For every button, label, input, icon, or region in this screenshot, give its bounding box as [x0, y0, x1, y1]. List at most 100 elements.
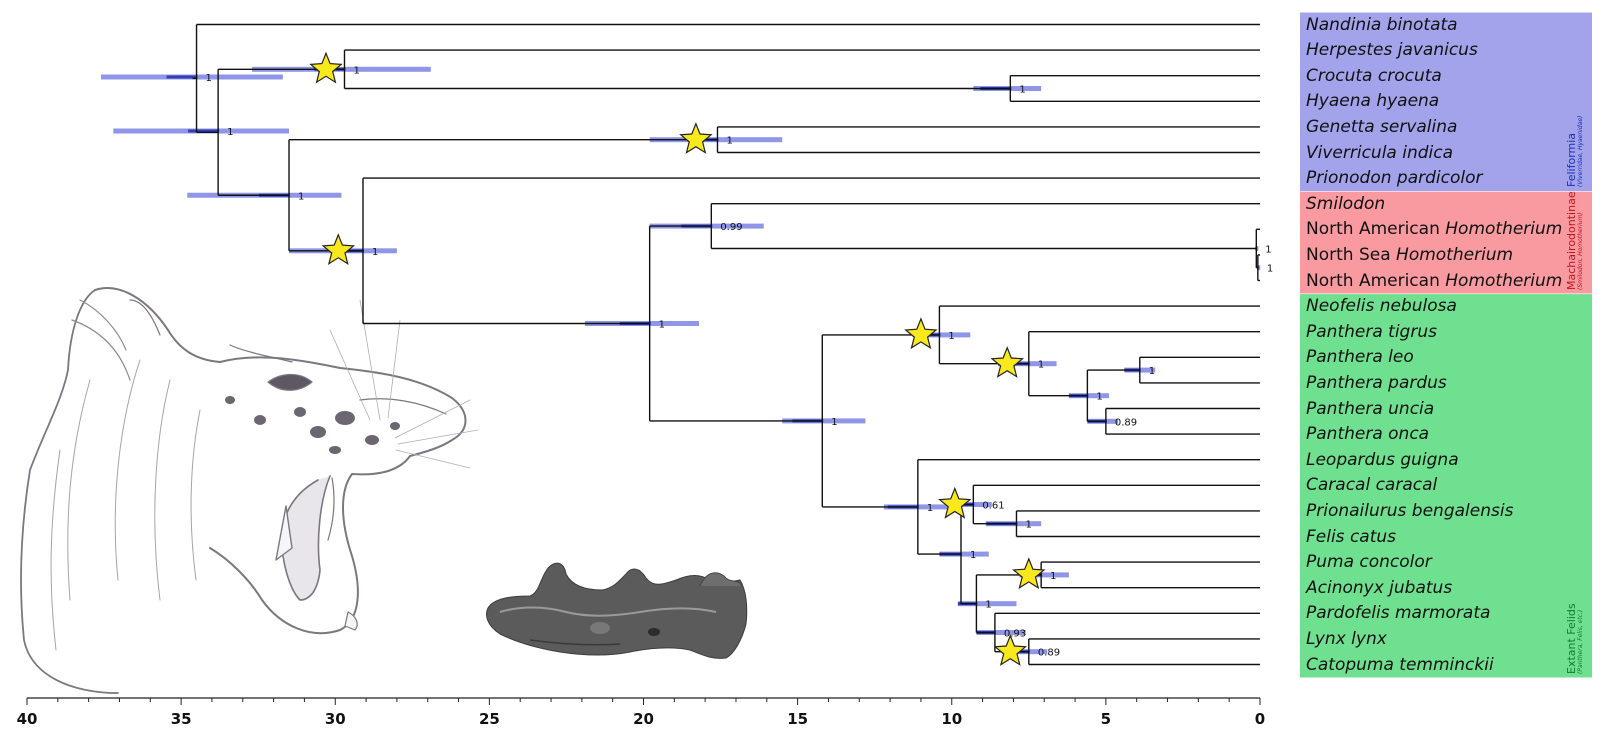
taxon-label: Catopuma temminckii — [1306, 652, 1494, 678]
axis-tick-label: 30 — [325, 710, 346, 728]
taxon-name: Homotherium — [1445, 219, 1563, 240]
clade-band-machairodontinae — [1300, 191, 1592, 294]
taxon-name: Crocuta crocuta — [1306, 65, 1442, 86]
hpd-bar — [1068, 393, 1109, 399]
support-value: 0.99 — [720, 222, 742, 233]
taxon-label: Smilodon — [1306, 191, 1385, 217]
taxon-label: Prionodon pardicolor — [1306, 165, 1482, 191]
taxon-name: Panthera pardus — [1306, 372, 1447, 393]
support-value: 1 — [1096, 392, 1102, 403]
taxon-name: Caracal caracal — [1306, 475, 1438, 496]
axis-tick-label: 5 — [1101, 710, 1111, 728]
support-value: 1 — [1050, 571, 1056, 582]
calibration-star — [993, 634, 1028, 666]
calibration-star — [679, 122, 713, 154]
taxon-label: Herpestes javanicus — [1306, 37, 1478, 63]
support-value: 0.93 — [1004, 629, 1026, 640]
support-value: 1 — [1038, 360, 1044, 371]
clade-label-feliformia: Feliformia(Viverridae, Hyaenidae) — [1565, 115, 1584, 188]
taxon-label: Panthera leo — [1306, 344, 1414, 370]
support-value: 1 — [1265, 245, 1271, 256]
taxon-name: Hyaena hyaena — [1306, 91, 1440, 112]
clade-band-extant — [1300, 294, 1592, 678]
support-value: 1 — [970, 550, 976, 561]
taxon-label: Hyaena hyaena — [1306, 88, 1439, 114]
taxon-name: Nandinia binotata — [1306, 14, 1458, 35]
taxon-label: Puma concolor — [1306, 549, 1432, 575]
calibration-star — [938, 486, 972, 519]
taxon-name: Lynx lynx — [1306, 628, 1387, 649]
clade-name: Extant Felids — [1565, 602, 1578, 674]
support-value: 1 — [948, 331, 954, 342]
support-value: 1 — [298, 191, 304, 202]
taxon-label: Leopardus guigna — [1306, 447, 1459, 473]
support-value: 1 — [659, 320, 665, 331]
support-value: 1 — [227, 127, 233, 138]
taxon-name: Herpestes javanicus — [1306, 40, 1478, 61]
taxon-label: Viverricula indica — [1306, 140, 1453, 166]
taxon-name: Acinonyx jubatus — [1306, 577, 1453, 598]
taxon-label: Genetta servalina — [1306, 114, 1457, 140]
support-value: 0.89 — [1038, 648, 1060, 659]
taxon-name: Panthera leo — [1306, 347, 1414, 368]
support-value: 1 — [372, 247, 378, 258]
taxon-label: Felis catus — [1306, 524, 1396, 550]
calibration-star — [309, 51, 343, 84]
taxon-name: Felis catus — [1306, 526, 1397, 547]
taxon-name: Panthera tigrus — [1306, 321, 1437, 342]
taxon-label: Nandinia binotata — [1306, 12, 1458, 38]
taxon-name: Prionodon pardicolor — [1306, 168, 1483, 189]
sabertooth-head-illustration — [20, 287, 479, 694]
taxon-name: Homotherium — [1445, 270, 1563, 291]
taxon-prefix: North American — [1306, 270, 1446, 291]
taxon-label: Crocuta crocuta — [1306, 63, 1442, 89]
taxon-label: Neofelis nebulosa — [1306, 293, 1457, 319]
taxon-label: Panthera uncia — [1306, 396, 1434, 422]
fossil-mandible-image — [486, 562, 748, 659]
taxon-label: North Sea Homotherium — [1306, 242, 1513, 268]
support-value: 1 — [353, 65, 359, 76]
taxon-name: Genetta servalina — [1306, 116, 1458, 137]
support-value: 1 — [927, 503, 933, 514]
taxon-prefix: North American — [1306, 219, 1446, 240]
calibration-stars — [309, 51, 1046, 666]
taxon-prefix: North Sea — [1306, 244, 1397, 265]
calibration-star — [990, 346, 1025, 378]
hpd-core — [188, 129, 220, 133]
taxon-name: Leopardus guigna — [1306, 449, 1459, 470]
hpd-bar — [914, 332, 971, 338]
support-value: 1 — [985, 600, 991, 611]
taxon-name: Panthera onca — [1306, 424, 1430, 445]
hpd-core — [166, 75, 198, 79]
taxon-label: Panthera onca — [1306, 421, 1429, 447]
taxon-label: North American Homotherium — [1306, 268, 1562, 294]
clade-subtitle: (Viverridae, Hyaenidae) — [1577, 115, 1584, 188]
taxon-label: Panthera pardus — [1306, 370, 1447, 396]
axis-tick-label: 15 — [787, 710, 808, 728]
taxon-name: Panthera uncia — [1306, 398, 1435, 419]
axis-tick-label: 40 — [17, 710, 38, 728]
taxon-name: Prionailurus bengalensis — [1306, 500, 1514, 521]
taxon-name: Viverricula indica — [1306, 142, 1454, 163]
calibration-star — [321, 233, 356, 266]
taxon-label: Panthera tigrus — [1306, 319, 1437, 345]
clade-subtitle: (Smilodon, Homotherium) — [1577, 211, 1584, 290]
hpd-bar — [957, 601, 1017, 607]
support-value: 1 — [1025, 520, 1031, 531]
clade-name: Machairodontinae — [1565, 190, 1578, 290]
taxon-name: Puma concolor — [1306, 552, 1432, 573]
taxon-label: Pardofelis marmorata — [1306, 600, 1490, 626]
taxon-label: Acinonyx jubatus — [1306, 575, 1452, 601]
taxon-name: Neofelis nebulosa — [1306, 296, 1457, 317]
clade-label-extant: Extant Felids(Panthera, Felis, etc.) — [1565, 602, 1584, 674]
support-value: 1 — [206, 73, 212, 84]
support-value: 1 — [831, 417, 837, 428]
clade-label-machairodontinae: Machairodontinae(Smilodon, Homotherium) — [1565, 190, 1584, 290]
taxon-label: Lynx lynx — [1306, 626, 1387, 652]
axis-tick-label: 0 — [1255, 710, 1265, 728]
clade-band-feliformia — [1300, 12, 1592, 192]
